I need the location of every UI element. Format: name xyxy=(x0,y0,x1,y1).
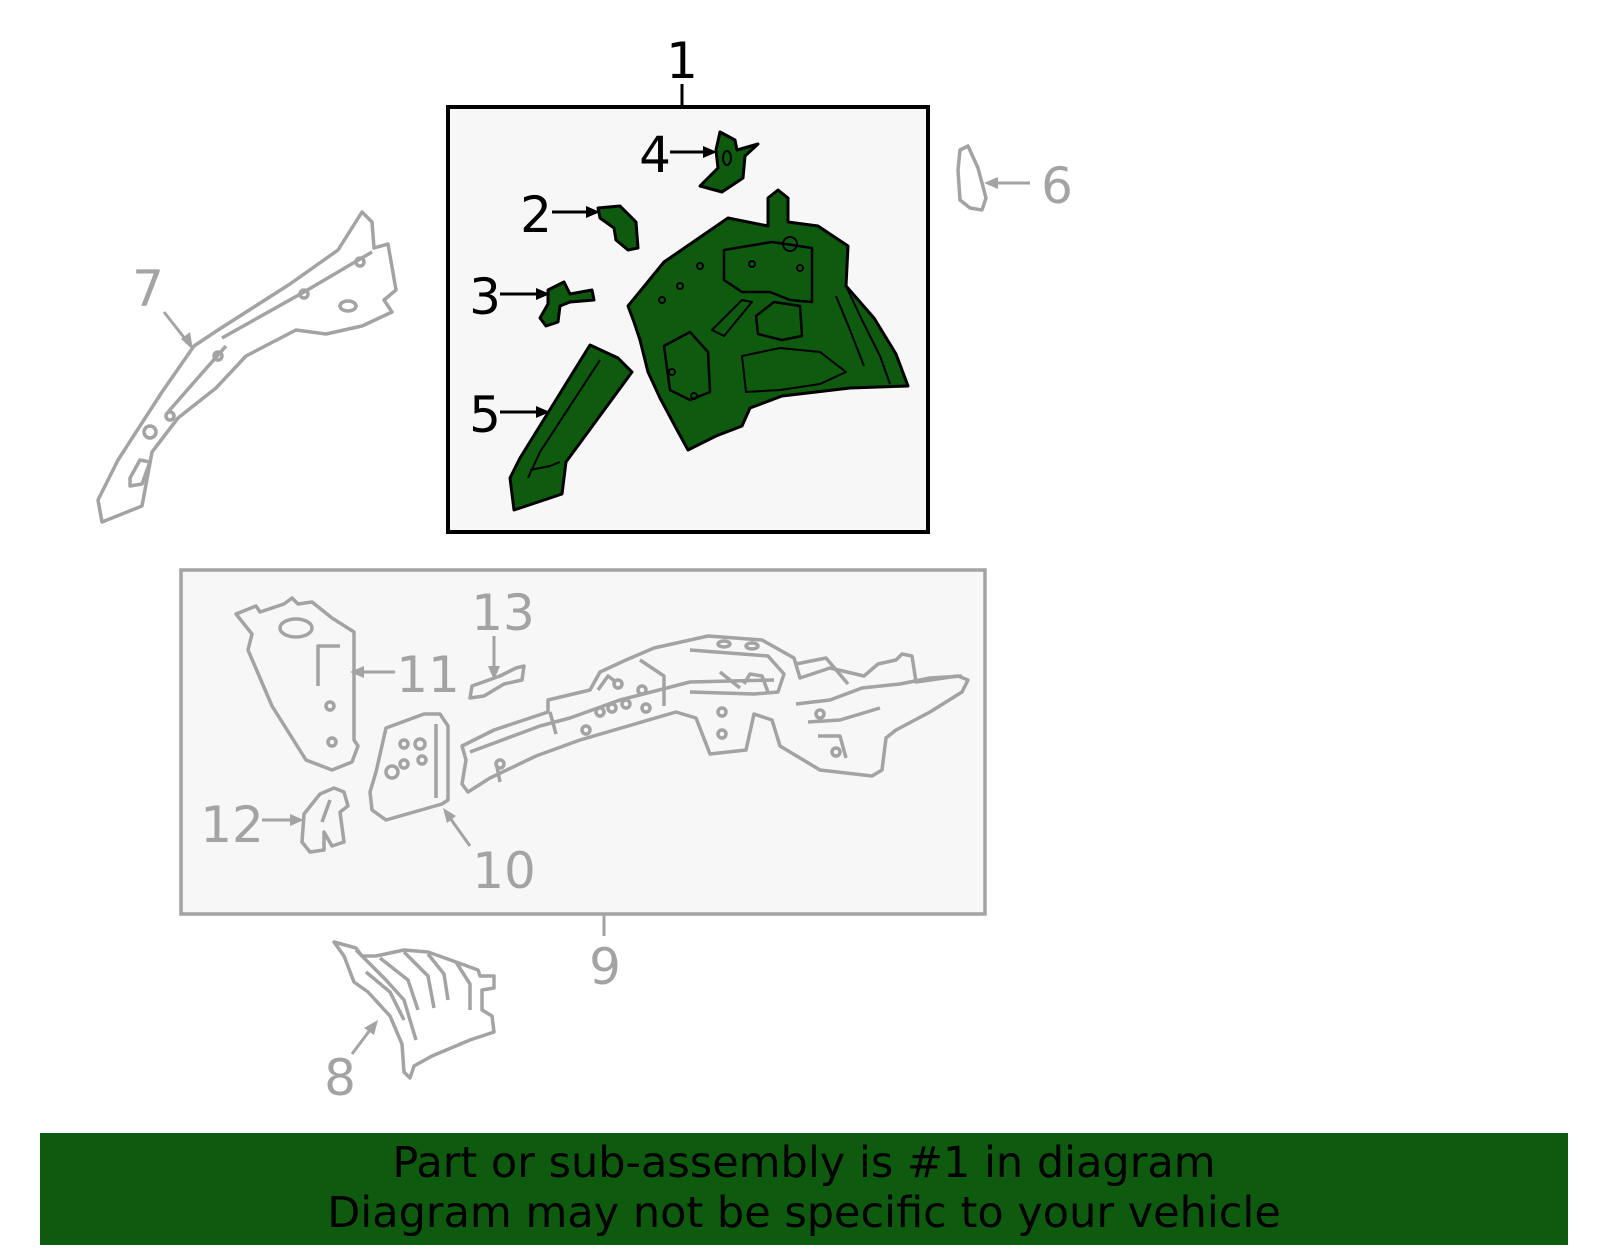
part-3-bracket[interactable] xyxy=(538,280,596,328)
frame-rail-assembly[interactable] xyxy=(460,634,970,794)
callout-2[interactable]: 2 xyxy=(520,186,552,244)
part-4-bracket[interactable] xyxy=(698,130,760,194)
callout-6[interactable]: 6 xyxy=(1041,157,1073,215)
part-2-bracket[interactable] xyxy=(596,204,640,252)
leader-4 xyxy=(670,146,717,158)
leader-10 xyxy=(443,808,472,847)
leader-3 xyxy=(500,288,550,300)
callout-13[interactable]: 13 xyxy=(471,584,535,642)
callout-4[interactable]: 4 xyxy=(639,126,671,184)
assembly-9-box[interactable] xyxy=(179,568,987,916)
leader-8 xyxy=(350,1020,378,1055)
callout-1[interactable]: 1 xyxy=(666,32,698,90)
callout-12[interactable]: 12 xyxy=(200,796,264,854)
part-12-bracket[interactable] xyxy=(300,786,350,854)
leader-11 xyxy=(350,666,395,678)
part-6-bracket[interactable] xyxy=(956,144,988,212)
callout-3[interactable]: 3 xyxy=(469,268,501,326)
part-13-bracket[interactable] xyxy=(468,664,526,700)
leader-5 xyxy=(500,406,550,418)
part-8-bracket[interactable] xyxy=(332,940,496,1080)
callout-11[interactable]: 11 xyxy=(396,646,460,704)
callout-10[interactable]: 10 xyxy=(472,842,536,900)
callout-5[interactable]: 5 xyxy=(469,386,501,444)
part-5-rail[interactable] xyxy=(508,343,634,512)
part-10-plate[interactable] xyxy=(368,712,450,822)
leader-6 xyxy=(984,177,1030,189)
main-wheelhouse-panel[interactable] xyxy=(626,188,910,452)
banner-line-2: Diagram may not be specific to your vehi… xyxy=(327,1188,1281,1238)
callout-7[interactable]: 7 xyxy=(132,260,164,318)
callout-9[interactable]: 9 xyxy=(589,938,621,996)
leader-13 xyxy=(488,636,500,680)
leader-12 xyxy=(262,814,304,826)
leader-2 xyxy=(552,206,600,218)
part-11-panel[interactable] xyxy=(234,596,360,772)
part-7-apron-rail[interactable] xyxy=(96,210,398,524)
info-banner: Part or sub-assembly is #1 in diagram Di… xyxy=(40,1133,1568,1245)
banner-line-1: Part or sub-assembly is #1 in diagram xyxy=(392,1138,1216,1188)
callout-8[interactable]: 8 xyxy=(324,1049,356,1107)
leader-7 xyxy=(162,311,193,350)
